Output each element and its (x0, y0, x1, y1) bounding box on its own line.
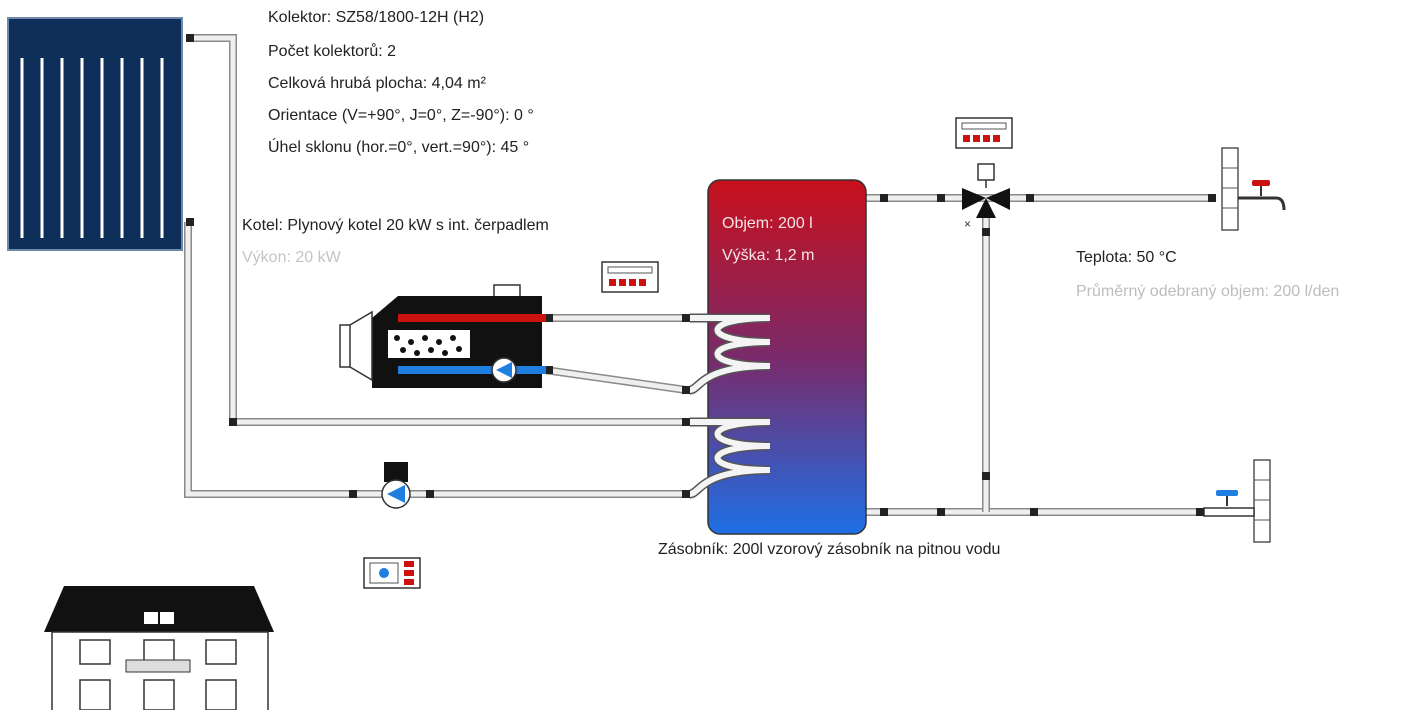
mixing-valve[interactable]: × (962, 163, 1010, 231)
storage-tank[interactable] (689, 179, 867, 535)
collector-count-label: Počet kolektorů: 2 (268, 43, 397, 60)
tank-volume-label: Objem: 200 l (722, 215, 813, 232)
pipe-joints (186, 34, 1216, 516)
boiler-controller-icon[interactable] (601, 261, 659, 293)
collector-area-label: Celková hrubá plocha: 4,04 m² (268, 75, 486, 92)
svg-text:×: × (964, 217, 971, 231)
pipe-network (184, 34, 1214, 516)
collector-tilt-label: Úhel sklonu (hor.=0°, vert.=90°): 45 ° (268, 139, 530, 156)
solar-pump[interactable] (381, 462, 411, 509)
valve-controller-icon[interactable] (955, 117, 1013, 149)
gas-boiler[interactable] (339, 284, 546, 388)
solar-controller-icon[interactable] (363, 557, 421, 589)
collector-model-label: Kolektor: SZ58/1800-12H (H2) (268, 9, 485, 26)
boiler-name-label: Kotel: Plynový kotel 20 kW s int. čerpad… (242, 217, 549, 234)
hot-water-temperature-label: Teplota: 50 °C (1076, 249, 1177, 266)
boiler-power-label: Výkon: 20 kW (242, 249, 341, 266)
collector-orientation-label: Orientace (V=+90°, J=0°, Z=-90°): 0 ° (268, 107, 534, 124)
tank-name-label: Zásobník: 200l vzorový zásobník na pitno… (658, 541, 1001, 558)
hot-water-tap[interactable] (1221, 147, 1286, 231)
building-icon[interactable] (44, 586, 274, 710)
cold-water-inlet[interactable] (1203, 459, 1271, 543)
tank-height-label: Výška: 1,2 m (722, 247, 815, 264)
solar-collector[interactable] (7, 17, 183, 251)
hot-water-consumption-label: Průměrný odebraný objem: 200 l/den (1076, 283, 1340, 300)
